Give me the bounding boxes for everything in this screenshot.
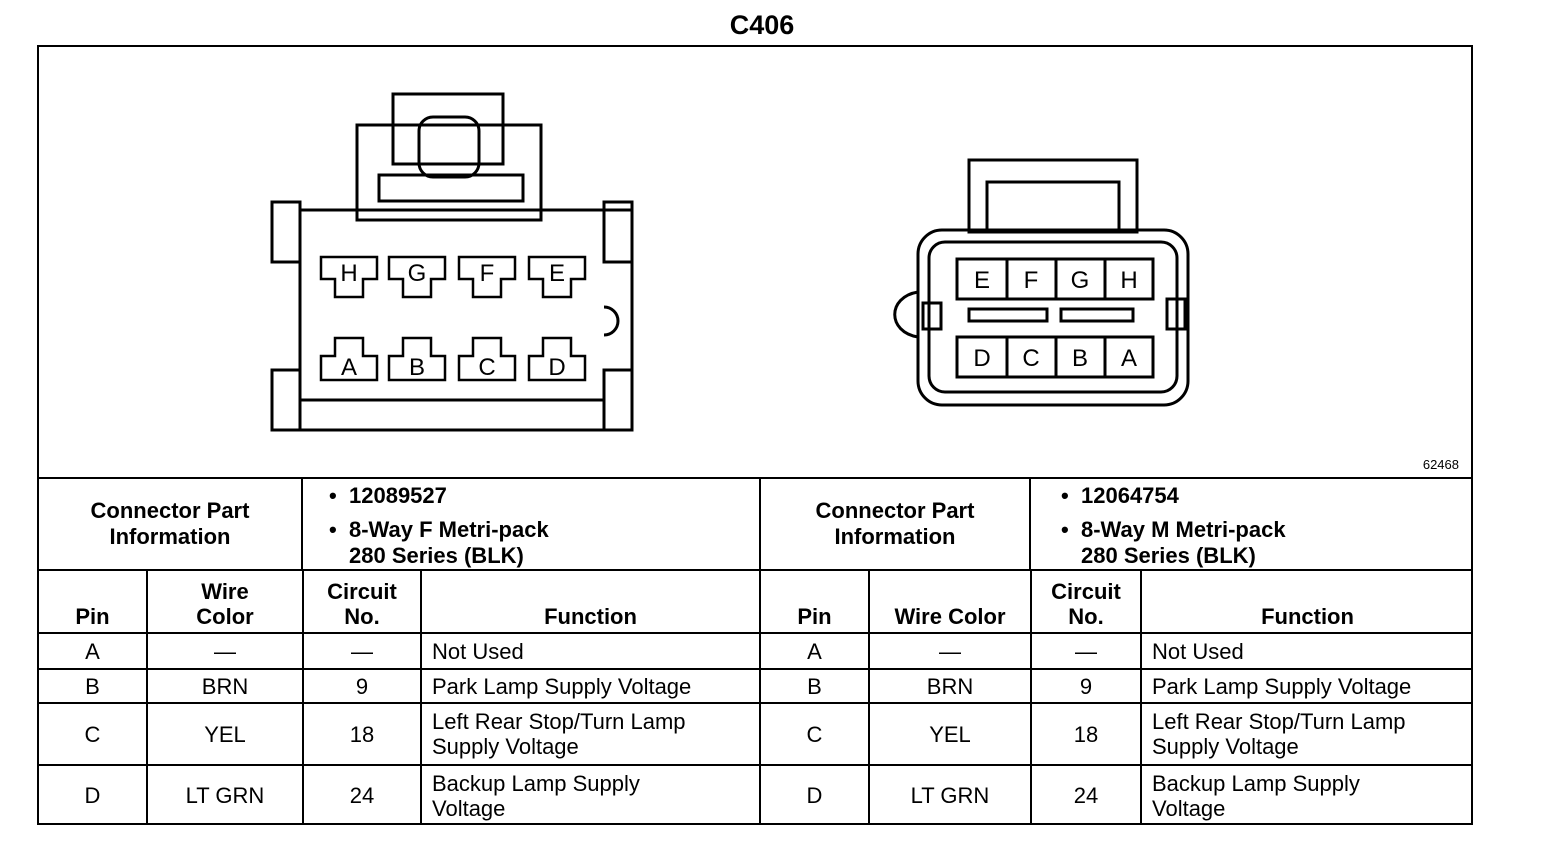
function-cell: Not Used [421,633,759,670]
pin-cell: D [761,765,870,825]
circuit-header: Circuit No. [1031,571,1142,634]
left-connector-info: Connector Part Information 12089527 8-Wa… [39,477,759,825]
pin-header: Pin [761,571,870,634]
pin-cell: B [39,669,148,704]
pin-label: C [1022,345,1039,372]
pin-cell: A [39,633,148,670]
circuit-header: Circuit No. [303,571,422,634]
male-connector-drawing [893,158,1190,407]
function-cell: Backup Lamp Supply Voltage [1152,770,1360,821]
circuit-cell: 18 [1031,703,1142,766]
header-row: Pin Wire Color Circuit No. Function [39,571,759,634]
pin-label: H [340,260,357,287]
function-cell: Park Lamp Supply Voltage [421,669,759,704]
pin-label: E [974,267,990,294]
pin-label: B [1072,345,1088,372]
function-cell: Not Used [1141,633,1473,670]
pin-cell: A [761,633,870,670]
part-number: 12064754 [1057,483,1286,509]
wire-color-header: Wire Color [869,571,1032,634]
circuit-cell: 18 [303,703,422,766]
wire-color-cell: BRN [869,669,1032,704]
pin-label: C [478,354,495,381]
part-info-list: 12089527 8-Way F Metri-pack 280 Series (… [325,483,549,577]
circuit-cell: — [303,633,422,670]
part-number: 12089527 [325,483,549,509]
part-info-row: Connector Part Information 12089527 8-Wa… [39,477,759,571]
pin-cell: B [761,669,870,704]
function-cell: Backup Lamp Supply Voltage [432,770,640,821]
pin-table: Pin Wire Color Circuit No. Function A——N… [761,571,1473,825]
circuit-cell: 24 [1031,765,1142,825]
pin-label: D [973,345,990,372]
wire-color-cell: LT GRN [869,765,1032,825]
circuit-cell: 24 [303,765,422,825]
pin-cell: D [39,765,148,825]
female-connector-drawing [270,92,634,432]
pin-label: E [549,260,565,287]
part-info-row: Connector Part Information 12064754 8-Wa… [761,477,1473,571]
wire-color-cell: YEL [147,703,304,766]
pin-label: F [1024,267,1039,294]
wire-color-cell: — [869,633,1032,670]
function-header: Function [1141,571,1473,634]
table-row: A——Not Used [39,633,759,670]
part-info-label: Connector Part Information [761,479,1031,569]
pin-cell: C [761,703,870,766]
pin-label: H [1120,267,1137,294]
pin-label: A [1121,345,1137,372]
figure-number: 62468 [1422,457,1459,472]
pin-label: G [408,260,427,287]
pinout-table: Connector Part Information 12089527 8-Wa… [39,477,1473,825]
part-description: 8-Way M Metri-pack 280 Series (BLK) [1057,517,1286,569]
pin-label: A [341,354,357,381]
function-cell: Park Lamp Supply Voltage [1141,669,1473,704]
wire-color-header: Wire Color [147,571,304,634]
diagram-title: C406 [729,10,795,40]
function-cell: Left Rear Stop/Turn Lamp Supply Voltage [1141,703,1473,766]
circuit-cell: — [1031,633,1142,670]
wire-color-cell: BRN [147,669,304,704]
connector-drawing: H G F E A B C D E F G H D C B A [270,92,1190,432]
pin-label: G [1071,267,1090,294]
table-row: A——Not Used [761,633,1473,670]
wire-color-cell: YEL [869,703,1032,766]
circuit-cell: 9 [1031,669,1142,704]
pin-label: D [548,354,565,381]
wire-color-cell: — [147,633,304,670]
pin-label: B [409,354,425,381]
function-cell: Left Rear Stop/Turn Lamp Supply Voltage [421,703,759,766]
part-info-label: Connector Part Information [39,479,303,569]
right-connector-info: Connector Part Information 12064754 8-Wa… [759,477,1473,825]
wire-color-cell: LT GRN [147,765,304,825]
header-row: Pin Wire Color Circuit No. Function [761,571,1473,634]
pin-header: Pin [39,571,148,634]
pin-label: F [480,260,495,287]
pin-table: Pin Wire Color Circuit No. Function A——N… [39,571,759,825]
function-header: Function [421,571,759,634]
pin-cell: C [39,703,148,766]
part-info-list: 12064754 8-Way M Metri-pack 280 Series (… [1057,483,1286,577]
part-description: 8-Way F Metri-pack 280 Series (BLK) [325,517,549,569]
circuit-cell: 9 [303,669,422,704]
